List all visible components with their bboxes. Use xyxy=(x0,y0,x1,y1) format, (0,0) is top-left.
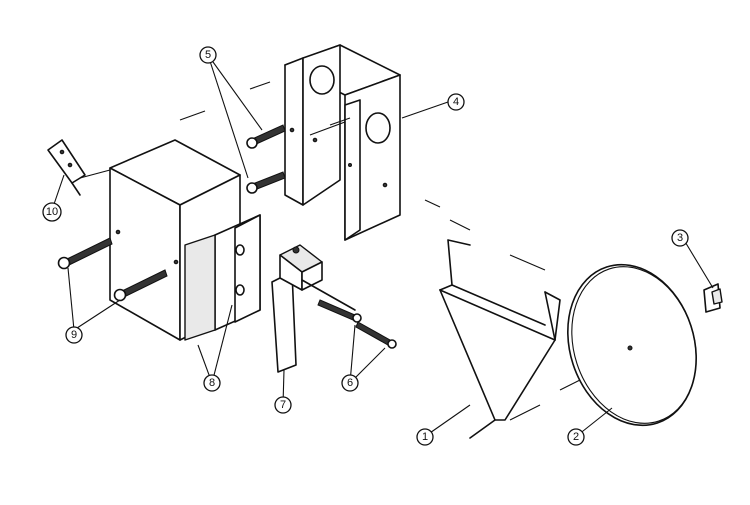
callout-6: 6 xyxy=(341,374,359,392)
callout-8: 8 xyxy=(203,374,221,392)
part-2-round-plate xyxy=(567,263,697,427)
part-10-clip xyxy=(47,139,86,196)
callout-6-label: 6 xyxy=(347,377,353,389)
callout-9: 9 xyxy=(65,326,83,344)
part-3-clip xyxy=(703,283,723,313)
callout-8-label: 8 xyxy=(209,377,215,389)
callout-2: 2 xyxy=(567,428,585,446)
callout-1-label: 1 xyxy=(422,431,428,443)
callout-5-label: 5 xyxy=(205,49,211,61)
callout-4: 4 xyxy=(447,93,465,111)
callout-4-label: 4 xyxy=(453,96,459,108)
callout-3-label: 3 xyxy=(677,232,683,244)
part-7-switch xyxy=(271,244,356,373)
callout-2-label: 2 xyxy=(573,431,579,443)
part-6-screws xyxy=(317,299,397,349)
callout-1: 1 xyxy=(416,428,434,446)
callout-10: 10 xyxy=(42,202,62,222)
part-8-l-bracket xyxy=(184,214,261,341)
part-5-screws xyxy=(246,124,286,194)
alignment-lines xyxy=(79,81,581,421)
part-1-wire-frame xyxy=(439,239,561,439)
callout-10-label: 10 xyxy=(46,206,58,218)
callout-7: 7 xyxy=(274,396,292,414)
callout-3: 3 xyxy=(671,229,689,247)
callout-5: 5 xyxy=(199,46,217,64)
callout-7-label: 7 xyxy=(280,399,286,411)
part-4-u-bracket xyxy=(284,44,401,241)
part-9-screws xyxy=(57,237,168,302)
callout-9-label: 9 xyxy=(71,329,77,341)
